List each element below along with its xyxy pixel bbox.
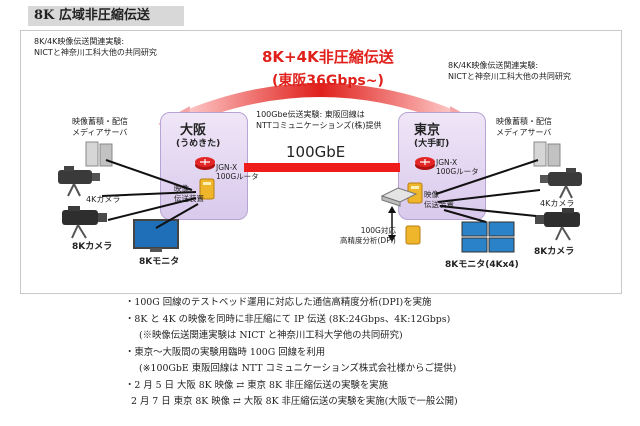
tokyo-8k-camera-label: 8Kカメラ (534, 247, 575, 257)
osaka-8k-monitor-label: 8Kモニタ (139, 257, 180, 267)
schedule-from: 大阪 8K 映像 (176, 379, 234, 391)
link-note-line: 100Gbe伝送実験: 東阪回線は (256, 110, 365, 119)
osaka-name: 大阪 (180, 123, 207, 138)
osaka-8k-camera-icon (62, 206, 107, 239)
bullet-item: ・100G 回線のテストベッド運用に対応した通信高精度分析(DPI)を実施 (125, 297, 432, 308)
tokyo-name: 東京 (414, 123, 441, 138)
tokyo-router-line: JGN-X (436, 158, 458, 167)
osaka-connection-arrows (101, 159, 199, 229)
schedule-from: 東京 8K 映像 (173, 396, 231, 407)
dpi-switch-icon (380, 187, 418, 207)
bullet-item: ・東京～大阪間の実験用臨時 100G 回線を利用 (125, 346, 326, 358)
tokyo-router-icon (415, 157, 435, 170)
osaka-8k-camera-label: 8Kカメラ (72, 242, 113, 252)
dpi-label: 100G対応 高精度分析(DPI) (340, 226, 396, 246)
left-note: 8K/4K映像伝送関連実験: NICTと神奈川工科大他の共同研究 (34, 36, 157, 58)
tokyo-transmitter-label: 映像 伝送装置 (424, 190, 454, 210)
right-note-line: NICTと神奈川工科大他の共同研究 (448, 72, 571, 81)
osaka-media-server-icon (85, 141, 113, 167)
link-note: 100Gbe伝送実験: 東阪回線は NTTコミュニケーションズ(株)提供 (256, 109, 382, 131)
dpi-arrow-icon (388, 206, 396, 242)
tokyo-sub: (大手町) (414, 139, 450, 149)
left-note-line: NICTと神奈川工科大他の共同研究 (34, 48, 157, 57)
osaka-server-line: 映像蓄積・配信 (72, 117, 128, 126)
osaka-router-line: 100Gルータ (216, 172, 259, 181)
tokyo-transmitter-line: 伝送装置 (424, 200, 454, 209)
tokyo-server-line: 映像蓄積・配信 (496, 117, 552, 126)
bullet-list: ・100G 回線のテストベッド運用に対応した通信高精度分析(DPI)を実施 ・8… (125, 295, 625, 411)
tokyo-connection-arrows (435, 159, 541, 223)
tokyo-4k-camera-label: 4Kカメラ (540, 199, 575, 208)
right-note: 8K/4K映像伝送関連実験: NICTと神奈川工科大他の共同研究 (448, 60, 571, 82)
schedule-item: 2 月 7 日 東京 8K 映像 ⇄ 大阪 8K 非圧縮伝送の実験を実施(大阪で… (125, 394, 625, 411)
tokyo-8k-camera-icon (535, 208, 580, 241)
tokyo-server-label: 映像蓄積・配信 メディアサーバ (496, 116, 552, 138)
bidirectional-arrow-icon: ⇄ (233, 396, 241, 407)
tokyo-4k-camera-icon (540, 168, 582, 199)
osaka-transmitter-line: 映像 (174, 184, 189, 193)
dpi-analyzer-icon (405, 225, 421, 245)
osaka-router-line: JGN-X (216, 163, 238, 172)
bullet-item: (※100GbE 東阪回線は NTT コミュニケーションズ株式会社様からご提供) (139, 363, 457, 374)
schedule-rest: 東京 8K 非圧縮伝送の実験を実施 (247, 379, 389, 391)
schedule-date: ・2 月 5 日 (125, 379, 174, 391)
osaka-4k-camera-icon (58, 166, 100, 197)
page-title: 8K 広域非圧縮伝送 (28, 6, 184, 26)
link-100gbe-line (244, 163, 400, 172)
tokyo-8k-monitor-label: 8Kモニタ(4Kx4) (445, 260, 519, 270)
tokyo-router-label: JGN-X 100Gルータ (436, 158, 479, 176)
link-label: 100GbE (286, 143, 346, 161)
tokyo-server-line: メディアサーバ (496, 128, 552, 137)
tokyo-router-line: 100Gルータ (436, 167, 479, 176)
schedule-date: 2 月 7 日 (131, 396, 171, 407)
bullet-item: ・8K と 4K の映像を同時に非圧縮にて IP 伝送 (8K:24Gbps、4… (125, 313, 451, 325)
osaka-router-label: JGN-X 100Gルータ (216, 163, 259, 181)
osaka-transmitter-icon (199, 178, 215, 200)
dpi-label-line: 100G対応 (360, 226, 396, 235)
schedule-item: ・2 月 5 日 大阪 8K 映像 ⇄ 東京 8K 非圧縮伝送の実験を実施 (125, 378, 625, 395)
osaka-sub: (うめきた) (176, 139, 221, 149)
dpi-label-line: 高精度分析(DPI) (340, 236, 396, 245)
schedule-rest: 大阪 8K 非圧縮伝送の実験を実施(大阪で一般公開) (243, 396, 458, 407)
arc-subtitle: (東阪36Gbps~) (272, 73, 384, 89)
link-note-line: NTTコミュニケーションズ(株)提供 (256, 121, 382, 130)
right-note-line: 8K/4K映像伝送関連実験: (448, 61, 539, 70)
osaka-8k-monitor-icon (133, 219, 179, 252)
osaka-transmitter-label: 映像 伝送装置 (174, 184, 204, 204)
left-note-line: 8K/4K映像伝送関連実験: (34, 37, 125, 46)
diagram-frame (20, 30, 622, 294)
osaka-transmitter-line: 伝送装置 (174, 194, 204, 203)
arc-title: 8K+4K非圧縮伝送 (262, 48, 394, 66)
osaka-server-line: メディアサーバ (72, 128, 128, 137)
tokyo-transmitter-line: 映像 (424, 190, 439, 199)
bidirectional-arrow-icon: ⇄ (236, 379, 245, 391)
osaka-router-icon (195, 157, 215, 170)
tokyo-8k-monitor-icon (461, 221, 515, 253)
bullet-item: (※映像伝送関連実験は NICT と神奈川工科大学他の共同研究) (139, 330, 403, 341)
osaka-server-label: 映像蓄積・配信 メディアサーバ (72, 116, 128, 138)
osaka-4k-camera-label: 4Kカメラ (86, 195, 121, 204)
